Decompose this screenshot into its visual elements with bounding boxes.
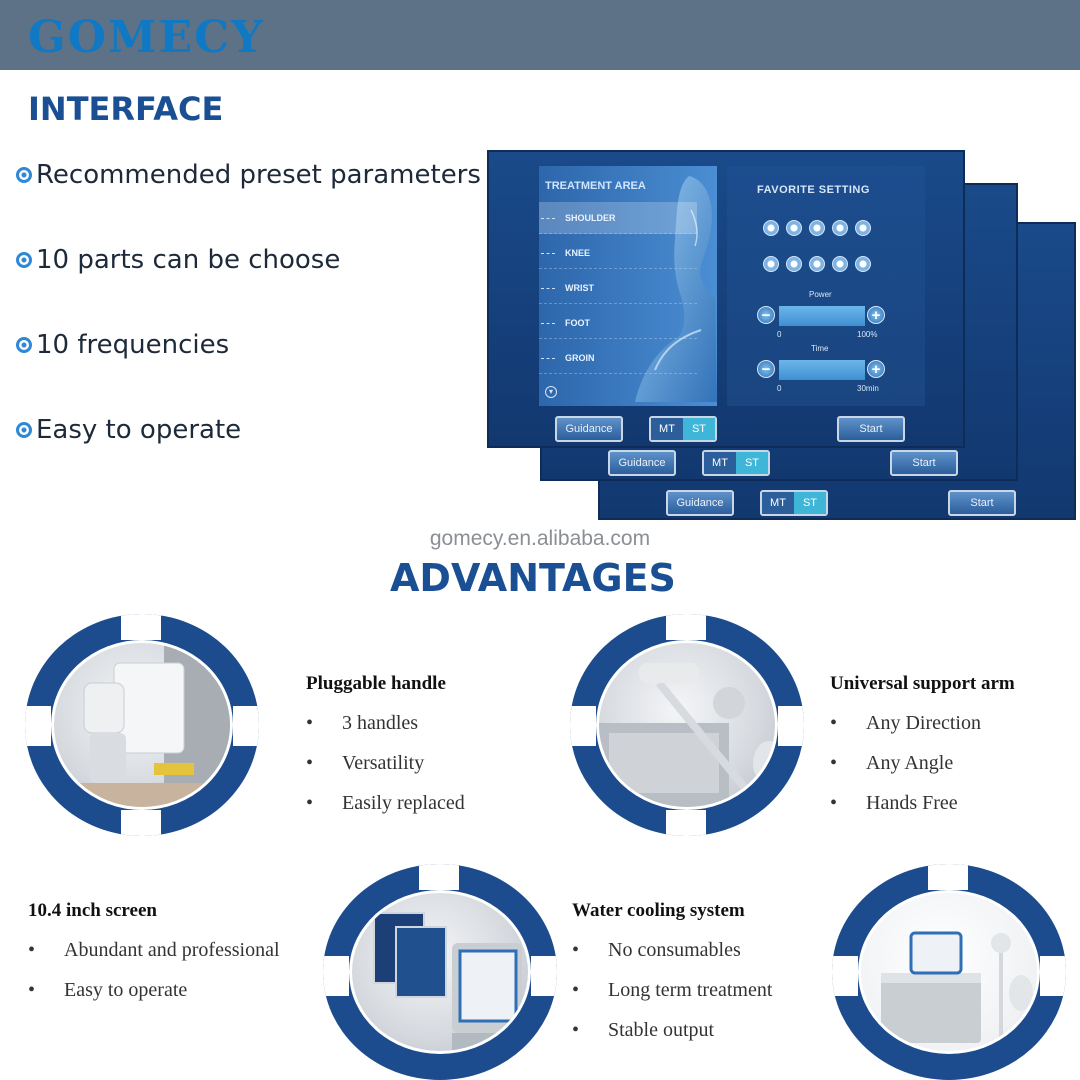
feature-item: 10 parts can be choose	[16, 245, 340, 275]
favorite-slot-icon[interactable]	[832, 220, 848, 236]
favorite-slot-icon[interactable]	[809, 220, 825, 236]
power-slider[interactable]	[779, 306, 865, 326]
favorite-slot-icon[interactable]	[855, 256, 871, 272]
scroll-down-icon[interactable]: ▾	[545, 386, 557, 398]
area-item-foot[interactable]: FOOT	[539, 307, 697, 339]
favorite-slot-icon[interactable]	[786, 256, 802, 272]
power-decrease-button[interactable]: −	[757, 306, 775, 324]
treatment-area-panel: TREATMENT AREA SHOULDER KNEE WRIST FOOT …	[539, 166, 717, 406]
feature-item: Recommended preset parameters	[16, 160, 481, 190]
header-bar: GOMECY	[0, 0, 1080, 70]
mode-toggle[interactable]: MT ST	[702, 450, 770, 476]
time-min: 0	[777, 384, 782, 393]
feature-text: Recommended preset parameters	[36, 160, 481, 190]
interface-title: INTERFACE	[28, 90, 224, 128]
advantage-bullet: Stable output	[572, 1019, 772, 1059]
advantage-bullet: Any Angle	[830, 752, 981, 792]
power-increase-button[interactable]: +	[867, 306, 885, 324]
start-button[interactable]: Start	[890, 450, 958, 476]
brand-logo: GOMECY	[28, 12, 265, 63]
bullet-icon	[16, 252, 32, 268]
area-item-knee[interactable]: KNEE	[539, 237, 697, 269]
arm-photo-icon	[599, 663, 775, 807]
start-button[interactable]: Start	[948, 490, 1016, 516]
mode-toggle[interactable]: MT ST	[760, 490, 828, 516]
advantage-list: 3 handles Versatility Easily replaced	[306, 712, 465, 832]
advantage-title: Water cooling system	[572, 900, 745, 921]
advantage-bullet: Long term treatment	[572, 979, 772, 1019]
watermark-text: gomecy.en.alibaba.com	[429, 527, 651, 550]
advantage-title: 10.4 inch screen	[28, 900, 157, 921]
power-label: Power	[809, 290, 832, 299]
handle-photo-icon	[54, 643, 230, 807]
guidance-button[interactable]: Guidance	[555, 416, 623, 442]
feature-item: 10 frequencies	[16, 330, 229, 360]
treatment-area-title: TREATMENT AREA	[545, 180, 646, 192]
time-slider[interactable]	[779, 360, 865, 380]
advantage-bullet: Any Direction	[830, 712, 981, 752]
favorite-slot-row	[763, 256, 871, 272]
feature-text: 10 parts can be choose	[36, 245, 341, 275]
power-min: 0	[777, 330, 782, 339]
favorite-slot-icon[interactable]	[763, 256, 779, 272]
favorite-slot-icon[interactable]	[809, 256, 825, 272]
device-screen-front: TREATMENT AREA SHOULDER KNEE WRIST FOOT …	[487, 150, 965, 448]
feature-text: Easy to operate	[36, 415, 242, 445]
mode-st[interactable]: ST	[683, 418, 715, 440]
area-item-wrist[interactable]: WRIST	[539, 272, 697, 304]
advantage-list: Abundant and professional Easy to operat…	[28, 939, 280, 1019]
advantage-bullet: Easy to operate	[28, 979, 280, 1019]
pluggable-handle-image	[25, 614, 259, 836]
time-max: 30min	[857, 384, 879, 393]
mode-st[interactable]: ST	[736, 452, 768, 474]
advantage-bullet: Easily replaced	[306, 792, 465, 832]
time-decrease-button[interactable]: −	[757, 360, 775, 378]
favorite-slot-row	[763, 220, 871, 236]
mode-st[interactable]: ST	[794, 492, 826, 514]
advantage-bullet: Versatility	[306, 752, 465, 792]
machine-photo-icon	[881, 931, 1033, 1043]
screen-image	[323, 864, 557, 1080]
start-button[interactable]: Start	[837, 416, 905, 442]
anatomy-figure-icon	[635, 176, 717, 402]
mode-mt[interactable]: MT	[704, 452, 736, 474]
advantage-bullet: No consumables	[572, 939, 772, 979]
guidance-button[interactable]: Guidance	[608, 450, 676, 476]
advantage-list: Any Direction Any Angle Hands Free	[830, 712, 981, 832]
machine-image	[832, 864, 1066, 1080]
advantage-title: Universal support arm	[830, 673, 1015, 694]
mode-mt[interactable]: MT	[762, 492, 794, 514]
favorite-slot-icon[interactable]	[786, 220, 802, 236]
favorite-slot-icon[interactable]	[763, 220, 779, 236]
advantage-bullet: Abundant and professional	[28, 939, 280, 979]
feature-item: Easy to operate	[16, 415, 241, 445]
time-increase-button[interactable]: +	[867, 360, 885, 378]
area-item-shoulder[interactable]: SHOULDER	[539, 202, 697, 234]
power-max: 100%	[857, 330, 878, 339]
support-arm-image	[570, 614, 804, 836]
area-item-groin[interactable]: GROIN	[539, 342, 697, 374]
bullet-icon	[16, 422, 32, 438]
advantage-list: No consumables Long term treatment Stabl…	[572, 939, 772, 1059]
screen-photo-icon	[373, 912, 528, 1051]
guidance-button[interactable]: Guidance	[666, 490, 734, 516]
advantage-title: Pluggable handle	[306, 673, 446, 694]
mode-toggle[interactable]: MT ST	[649, 416, 717, 442]
favorite-slot-icon[interactable]	[832, 256, 848, 272]
advantage-bullet: Hands Free	[830, 792, 981, 832]
bullet-icon	[16, 167, 32, 183]
advantages-title: ADVANTAGES	[390, 556, 676, 600]
mode-mt[interactable]: MT	[651, 418, 683, 440]
bullet-icon	[16, 337, 32, 353]
feature-text: 10 frequencies	[36, 330, 230, 360]
favorite-setting-title: FAVORITE SETTING	[757, 184, 870, 196]
favorite-setting-panel: FAVORITE SETTING Power − + 0 100% Time −…	[727, 166, 925, 406]
favorite-slot-icon[interactable]	[855, 220, 871, 236]
advantage-bullet: 3 handles	[306, 712, 465, 752]
time-label: Time	[811, 344, 829, 353]
